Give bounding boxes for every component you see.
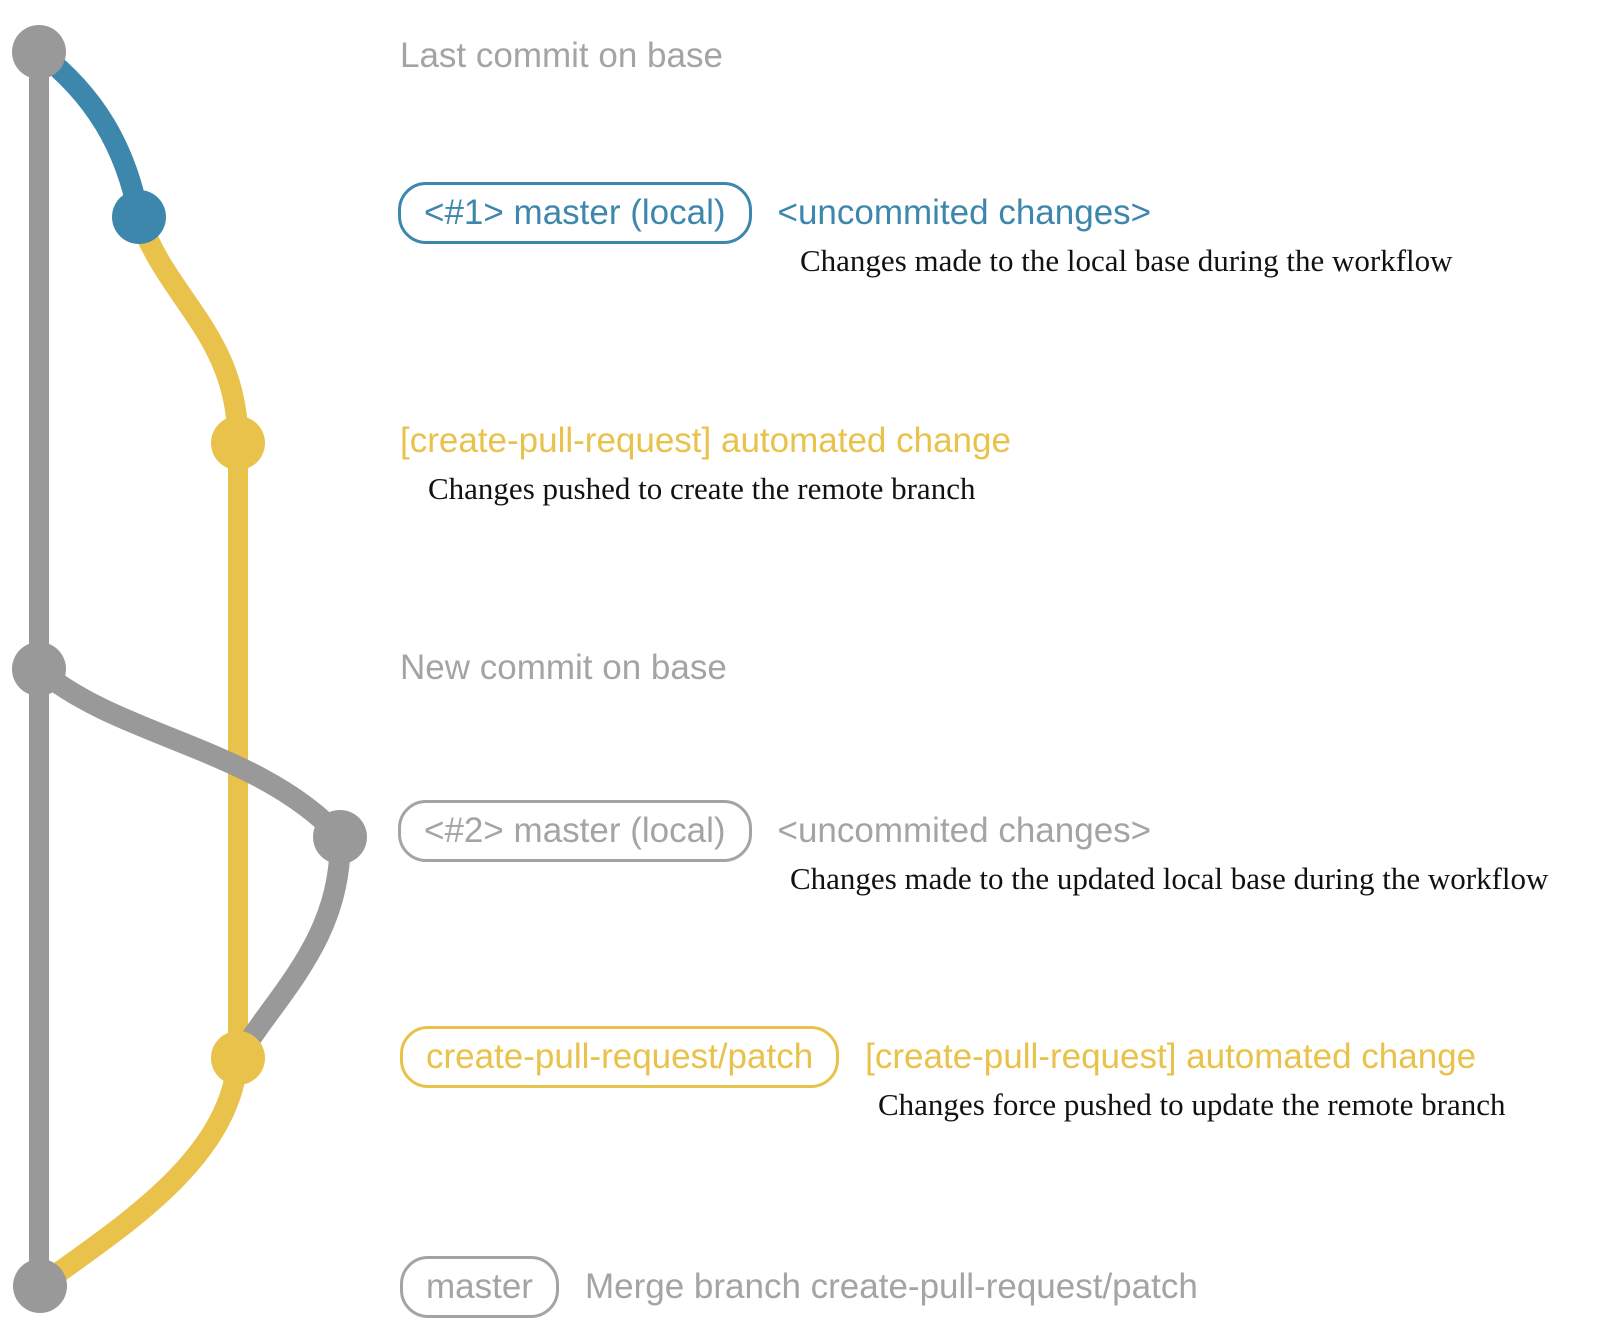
row-last-commit: Last commit on base (400, 35, 723, 77)
row-new-commit: New commit on base (400, 647, 727, 689)
commit-dot-local-2 (313, 810, 367, 864)
commit-detail-local-2: Changes made to the updated local base d… (790, 861, 1549, 896)
commit-detail-local-1: Changes made to the local base during th… (800, 243, 1453, 278)
commit-caption-new-base: New commit on base (400, 648, 727, 687)
branch-badge-patch: create-pull-request/patch (400, 1026, 840, 1088)
commit-dot-new-base (12, 642, 66, 696)
branch-curve-patch-create (128, 206, 249, 454)
commit-dot-patch-2 (211, 1031, 265, 1085)
row-patch-2: create-pull-request/patch [create-pull-r… (400, 1026, 1476, 1088)
branch-curve-uncommitted-2 (28, 658, 351, 848)
commit-dot-merge (13, 1259, 67, 1313)
commit-note-uncommitted-2: <uncommited changes> (777, 811, 1152, 850)
commit-detail-patch-1: Changes pushed to create the remote bran… (428, 471, 976, 506)
row-local-1: <#1> master (local) <uncommited changes> (398, 182, 1151, 244)
commit-caption-last-base: Last commit on base (400, 36, 723, 75)
commit-dot-local-1 (112, 190, 166, 244)
commit-note-automated-2: [create-pull-request] automated change (865, 1037, 1477, 1076)
branch-badge-master-local-1: <#1> master (local) (398, 182, 752, 244)
row-merge: master Merge branch create-pull-request/… (400, 1256, 1198, 1318)
branch-curve-merge (29, 1047, 249, 1297)
commit-dot-last-base (12, 25, 66, 79)
commit-detail-patch-2: Changes force pushed to update the remot… (878, 1087, 1506, 1122)
commit-dot-patch-1 (211, 416, 265, 470)
commit-note-uncommitted-1: <uncommited changes> (777, 193, 1152, 232)
branch-badge-master: master (400, 1256, 559, 1318)
branch-curve-uncommitted-1 (28, 41, 150, 228)
branch-curve-force-push (227, 826, 351, 1069)
commit-note-merge: Merge branch create-pull-request/patch (584, 1267, 1198, 1306)
row-local-2: <#2> master (local) <uncommited changes> (398, 800, 1151, 862)
row-patch-1: [create-pull-request] automated change (400, 420, 1011, 462)
commit-note-automated-1: [create-pull-request] automated change (400, 421, 1011, 460)
branch-badge-master-local-2: <#2> master (local) (398, 800, 752, 862)
